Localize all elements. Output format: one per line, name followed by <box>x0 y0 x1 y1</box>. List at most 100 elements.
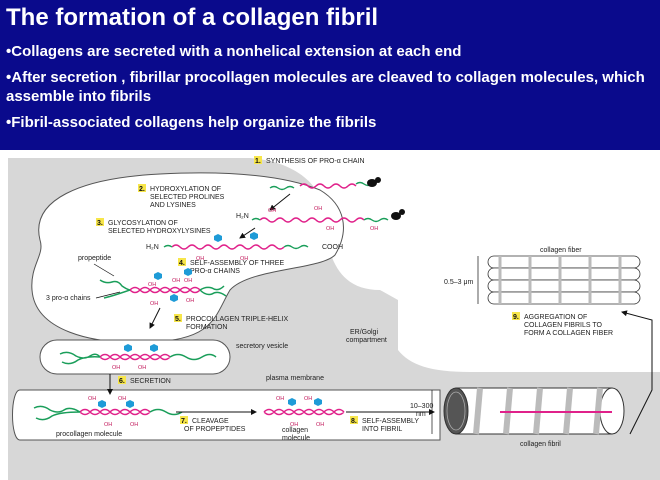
hydroxyl-label: OH <box>118 396 126 402</box>
propeptide <box>59 351 217 365</box>
step-label: AGGREGATION OF <box>524 314 587 321</box>
sugar-hexagon-icon <box>250 232 258 240</box>
pro-alpha-chain <box>299 183 357 189</box>
triple-helix <box>129 286 201 294</box>
pro-chains-label: 3 pro-α chains <box>46 295 91 302</box>
ribosome-icon <box>375 177 381 183</box>
sugar-hexagon-icon <box>98 400 106 408</box>
hydroxyl-label: OH <box>112 365 120 371</box>
vesicle-label: secretory vesicle <box>236 343 288 350</box>
n-terminus-label: H₂N <box>236 213 249 220</box>
step-label: SECRETION <box>130 378 171 385</box>
collagen-fibril-end <box>443 387 469 435</box>
sugar-hexagon-icon <box>150 344 158 352</box>
step-label: COLLAGEN FIBRILS TO <box>524 322 602 329</box>
step-number: 3. <box>97 220 103 227</box>
collagen-molecule <box>263 408 345 416</box>
step-badge <box>350 416 358 424</box>
step-label: SYNTHESIS OF PRO-α CHAIN <box>266 158 365 165</box>
sugar-hexagon-icon <box>184 268 192 276</box>
sugar-hexagon-icon <box>214 234 222 242</box>
step-badge <box>138 184 146 192</box>
process-arrow <box>621 310 653 435</box>
propeptide <box>99 279 227 299</box>
ribosome-icon <box>399 209 405 215</box>
pro-alpha-chain <box>171 244 285 250</box>
collagen-fiber <box>487 255 641 305</box>
bullet-list: •Collagens are secreted with a nonhelica… <box>6 42 656 139</box>
process-arrow <box>269 193 291 211</box>
hydroxyl-label: OH <box>326 226 334 232</box>
hydroxyl-label: OH <box>104 422 112 428</box>
hydroxyl-label: OH <box>240 256 248 262</box>
step-number: 8. <box>351 418 357 425</box>
step-label: PROCOLLAGEN TRIPLE-HELIX <box>186 316 289 323</box>
process-arrow <box>239 227 256 239</box>
ribosome-icon <box>391 212 401 220</box>
leader-line <box>95 291 121 299</box>
step-number: 9. <box>513 314 519 321</box>
hydroxyl-label: OH <box>172 278 180 284</box>
hydroxyl-label: OH <box>370 226 378 232</box>
sugar-hexagon-icon <box>154 272 162 280</box>
hydroxyl-label: OH <box>186 298 194 304</box>
step-label: FORMATION <box>186 324 227 331</box>
slide-header: The formation of a collagen fibril •Coll… <box>0 0 660 150</box>
triple-helix <box>129 286 201 294</box>
step-number: 4. <box>179 260 185 267</box>
step-badge <box>180 416 188 424</box>
hydroxyl-label: OH <box>316 422 324 428</box>
procollagen-molecule <box>79 408 151 416</box>
hydroxyl-label: OH <box>304 396 312 402</box>
propeptide <box>163 244 309 250</box>
step-badge <box>178 258 186 266</box>
step-number: 1. <box>255 158 261 165</box>
leader-line <box>93 263 115 277</box>
slide-title: The formation of a collagen fibril <box>6 4 379 31</box>
n-terminus-label: H₂N <box>146 244 159 251</box>
collagen-label: molecule <box>282 435 310 442</box>
propeptide-label: propeptide <box>78 255 111 262</box>
er-golgi-label: ER/Golgi <box>350 329 378 336</box>
step-number: 6. <box>119 378 125 385</box>
fiber-label: collagen fiber <box>540 247 582 254</box>
bullet-item: •After secretion , fibrillar procollagen… <box>6 69 645 105</box>
step-label: GLYCOSYLATION OF <box>108 220 178 227</box>
hydroxyl-label: OH <box>196 256 204 262</box>
step-label: SELF-ASSEMBLY OF THREE <box>190 260 284 267</box>
fibril-cross-section <box>446 391 466 431</box>
sugar-hexagon-icon <box>288 398 296 406</box>
hydroxyl-label: OH <box>314 206 322 212</box>
step-label: PRO-α CHAINS <box>190 268 240 275</box>
step-label: AND LYSINES <box>150 202 196 209</box>
step-number: 2. <box>139 186 145 193</box>
step-number: 5. <box>175 316 181 323</box>
hydroxyl-label: OH <box>150 301 158 307</box>
fibril-band <box>473 387 483 435</box>
hydroxyl-label: OH <box>148 282 156 288</box>
step-label: INTO FIBRIL <box>362 426 402 433</box>
step-label: FORM A COLLAGEN FIBER <box>524 330 613 337</box>
fibril-width-label: nm <box>416 411 426 418</box>
ribosome-icon <box>367 179 377 187</box>
c-terminus-label: COOH <box>322 244 343 251</box>
er-golgi-compartment <box>31 172 344 343</box>
bullet-item: •Collagens are secreted with a nonhelica… <box>6 43 462 60</box>
secretory-vesicle <box>39 339 231 375</box>
hydroxyl-label: OH <box>184 278 192 284</box>
hydroxyl-label: OH <box>276 396 284 402</box>
step-label: HYDROXYLATION OF <box>150 186 221 193</box>
step-badge <box>96 218 104 226</box>
step-number: 7. <box>181 418 187 425</box>
step-badge <box>254 156 262 164</box>
collagen-formation-diagram: 1. SYNTHESIS OF PRO-α CHAIN 2. HYDROXYLA… <box>8 156 660 480</box>
hydroxyl-label: OH <box>130 422 138 428</box>
propeptide <box>33 405 183 421</box>
extracellular-space <box>12 389 441 441</box>
step-badge <box>174 314 182 322</box>
step-label: SELF-ASSEMBLY <box>362 418 419 425</box>
pro-alpha-chain <box>259 217 365 223</box>
process-arrow <box>149 307 161 329</box>
procollagen-in-vesicle <box>99 353 171 361</box>
